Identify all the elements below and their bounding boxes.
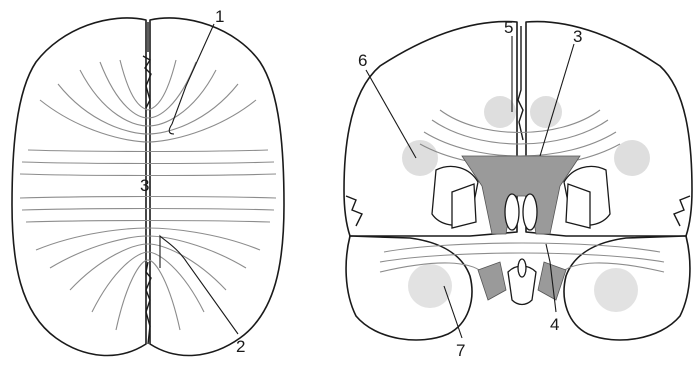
coronal-view: 5 3 6 4 7 bbox=[344, 18, 692, 360]
axial-callout-1: 1 bbox=[215, 7, 224, 26]
axial-view: 1 3 2 bbox=[12, 7, 284, 356]
central-structures bbox=[432, 156, 610, 234]
coronal-callout-5: 5 bbox=[504, 18, 513, 37]
coronal-fissure bbox=[518, 26, 523, 140]
coronal-callout-7: 7 bbox=[456, 341, 465, 360]
coronal-callout-3: 3 bbox=[573, 27, 582, 46]
axial-hemisphere-left bbox=[12, 18, 146, 356]
lentiform-left bbox=[452, 184, 476, 228]
coronal-callout-6: 6 bbox=[358, 51, 367, 70]
coronal-callout-4: 4 bbox=[550, 315, 559, 334]
axial-callout-3: 3 bbox=[140, 176, 149, 195]
axial-callout-2: 2 bbox=[236, 337, 245, 356]
third-ventricle-right bbox=[523, 194, 537, 230]
third-ventricle-left bbox=[505, 194, 519, 230]
lentiform-right bbox=[566, 184, 590, 228]
